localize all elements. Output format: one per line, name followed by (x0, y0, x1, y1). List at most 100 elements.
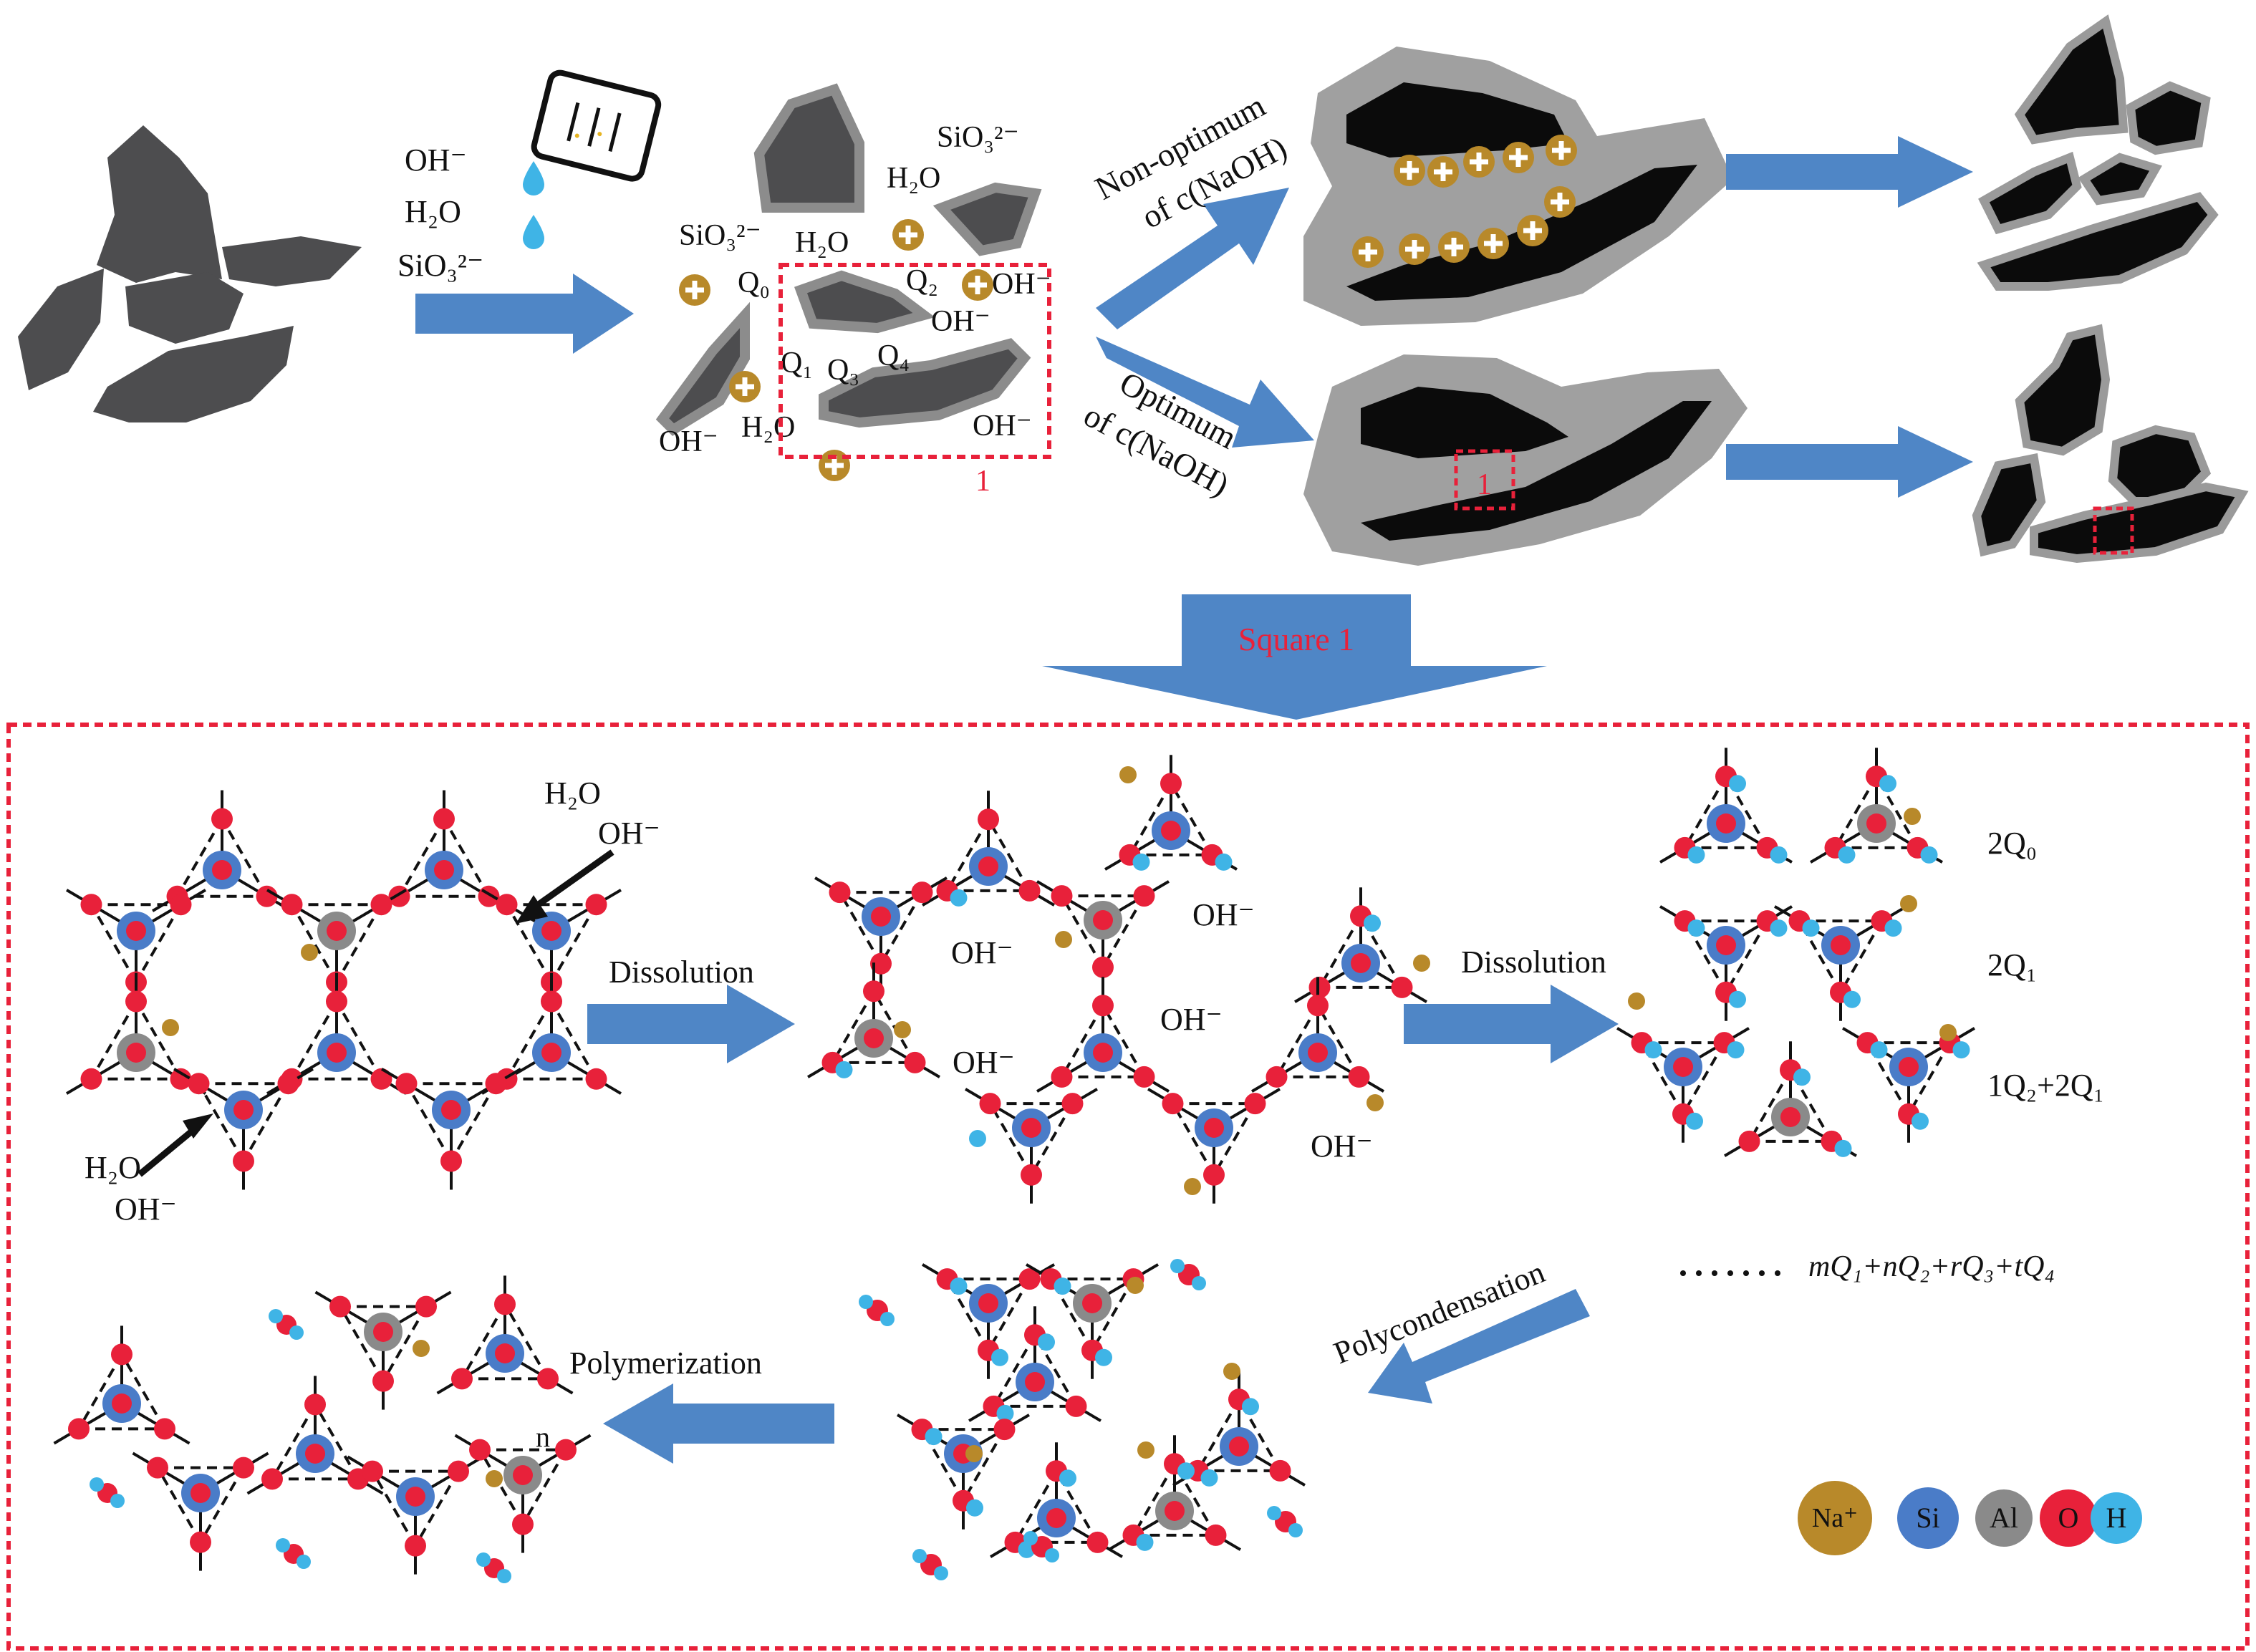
dashed-bond (90, 904, 138, 983)
svg-text:Q₂: Q₂ (906, 264, 938, 297)
svg-text:OH⁻: OH⁻ (931, 305, 990, 338)
o-atom (1051, 1066, 1073, 1088)
legend-h-swatch (2091, 1492, 2142, 1544)
dashed-bond (1748, 1069, 1792, 1142)
legend-al-swatch (1975, 1489, 2033, 1547)
dashed-bond (1725, 920, 1769, 993)
o-atom (1093, 1043, 1113, 1063)
top-panel: OH⁻ H₂O SiO₃²⁻ (18, 14, 2249, 720)
dashed-bond (1132, 1463, 1176, 1536)
dashed-bond (503, 1303, 549, 1380)
dashed-bond (1318, 915, 1362, 988)
dashed-bond (1682, 1042, 1726, 1115)
dissolution-2-label: Dissolution (1461, 945, 1606, 980)
water-h-atom (269, 1309, 283, 1323)
h-atom (1242, 1398, 1259, 1416)
h-atom (1770, 846, 1788, 864)
dashed-bond (1060, 1005, 1104, 1078)
o-atom (469, 1439, 491, 1461)
o-atom (1046, 1508, 1066, 1528)
sum-formula: mQ₁+nQ₂+rQ₃+tQ₄ (1808, 1250, 2055, 1283)
dashed-bond (335, 904, 383, 983)
o-atom (188, 1073, 210, 1095)
water-h-atom (110, 1494, 125, 1508)
fragment-1q2-2q1: 1Q₂+2Q₁ (1987, 1068, 2104, 1103)
o-atom (433, 808, 455, 830)
water-h-atom (859, 1295, 873, 1309)
final-particles-optimum (1972, 324, 2249, 564)
dashed-bond (414, 1470, 460, 1547)
o-atom (1133, 1066, 1155, 1088)
o-atom (495, 1343, 515, 1363)
o-atom (863, 980, 884, 1003)
o-atom (485, 1073, 507, 1095)
dashed-bond (1275, 1005, 1319, 1078)
o-atom (1244, 1093, 1266, 1115)
o-atom (434, 860, 454, 880)
o-atom (1866, 813, 1886, 834)
water-h-atom (1288, 1523, 1303, 1537)
legend-al-label: Al (1990, 1502, 2018, 1534)
na-atom (413, 1340, 430, 1357)
svg-text:H₂O: H₂O (795, 226, 849, 259)
o-atom (112, 1393, 132, 1414)
o-atom (1205, 1524, 1227, 1546)
legend-na-swatch (1798, 1481, 1872, 1555)
o-atom (1716, 813, 1736, 834)
o-atom (870, 952, 892, 975)
svg-text:Q₃: Q₃ (827, 354, 859, 387)
svg-text:OH⁻: OH⁻ (992, 268, 1051, 301)
o-atom (147, 1457, 168, 1479)
o-atom (993, 1419, 1016, 1441)
o-atom (1162, 1093, 1184, 1115)
o-atom (1899, 1057, 1919, 1077)
na-atom (1904, 808, 1921, 825)
o-atom (585, 894, 607, 916)
legend-o-label: O (2058, 1502, 2079, 1534)
dashed-bond (450, 1083, 498, 1162)
drop-icon (523, 215, 544, 249)
water-h-atom (934, 1566, 948, 1580)
svg-text:OH⁻: OH⁻ (1311, 1129, 1373, 1164)
dashed-bond (397, 818, 445, 897)
dashed-bond (1013, 1470, 1058, 1543)
dashed-bond (443, 818, 491, 897)
arrow-right (1726, 136, 1973, 208)
dashed-bond (290, 904, 338, 983)
o-atom (441, 1100, 461, 1120)
square-1-detail-frame (6, 723, 2250, 1651)
o-atom (327, 921, 347, 941)
dashed-bond (1196, 1399, 1240, 1472)
square-1-label: Square 1 (1238, 621, 1354, 657)
o-atom (126, 921, 146, 941)
svg-text:SiO₃²⁻: SiO₃²⁻ (679, 219, 761, 252)
svg-text:H₂O: H₂O (741, 411, 795, 444)
sum-formula-dots (1680, 1270, 1780, 1276)
arrow-down-square (1042, 594, 1547, 720)
o-atom (1025, 1372, 1045, 1392)
na-atom (1119, 766, 1137, 783)
dashed-bond (945, 818, 990, 892)
dashed-bond (120, 1353, 166, 1430)
o-atom (326, 990, 347, 1013)
na-atom (162, 1019, 179, 1036)
dashed-bond (838, 892, 882, 965)
o-atom (277, 1073, 299, 1095)
dashed-bond (831, 990, 875, 1063)
o-atom (448, 1460, 469, 1482)
h-atom (1729, 990, 1746, 1008)
legend-h-label: H (2106, 1502, 2127, 1534)
dashed-bond (1060, 895, 1104, 968)
o-atom (80, 894, 102, 916)
legend-na-label: Na⁺ (1812, 1503, 1858, 1533)
drop-icon (523, 161, 544, 195)
h-atom (966, 1499, 983, 1517)
water-h-atom (289, 1325, 304, 1340)
dashed-bond (1213, 1103, 1257, 1176)
na-atom (1900, 895, 1917, 912)
na-atom (1413, 955, 1430, 972)
dashed-bond (221, 818, 269, 897)
o-atom (978, 1293, 998, 1313)
o-atom (1161, 821, 1181, 841)
svg-text:SiO₃²⁻: SiO₃²⁻ (937, 121, 1019, 154)
